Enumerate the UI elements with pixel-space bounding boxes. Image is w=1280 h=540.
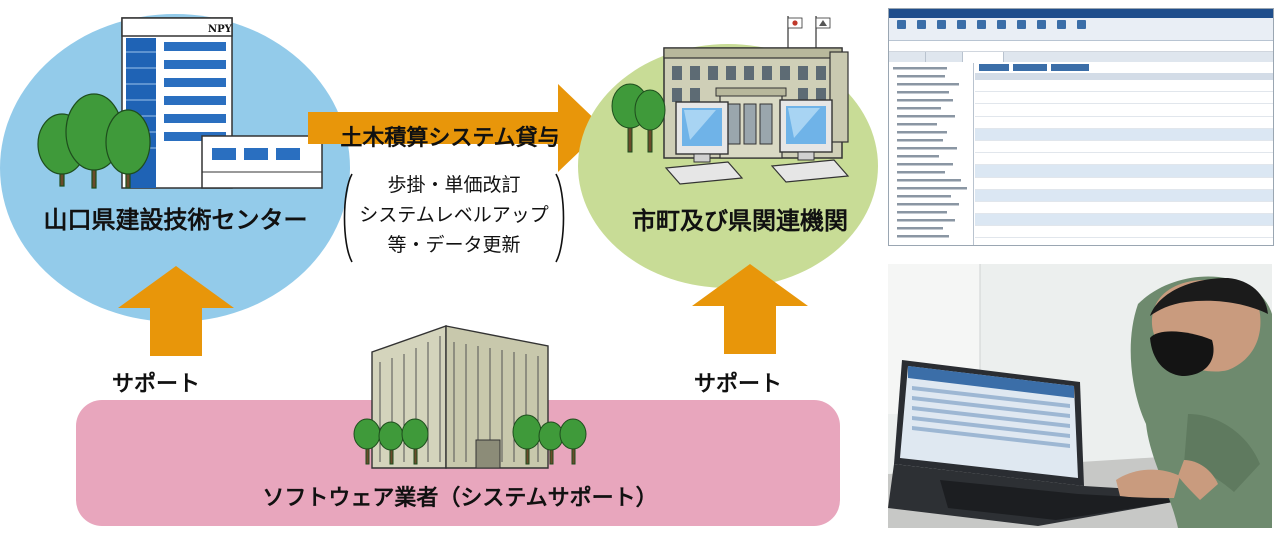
screenshot-tabs <box>889 52 1273 62</box>
update-line-1: 歩掛・単価改訂 <box>387 174 521 196</box>
ribbon-icon <box>913 18 929 38</box>
grid-row <box>975 226 1273 239</box>
laptop-user-photo <box>888 264 1272 528</box>
screenshot-titlebar <box>889 9 1273 18</box>
update-line-3: 等・データ更新 <box>387 234 521 256</box>
grid-row <box>975 165 1273 178</box>
screenshot-tab <box>926 52 963 62</box>
grid-row <box>975 214 1273 227</box>
ribbon-icon <box>893 18 909 38</box>
grid-row <box>975 141 1273 154</box>
loan-label: 土木積算システム貸与 <box>340 126 560 151</box>
city-label: 市町及び県関連機関 <box>632 207 848 235</box>
screenshot-tab <box>889 52 926 62</box>
paren-left <box>343 173 353 263</box>
grid-row <box>975 202 1273 215</box>
grid-row <box>975 104 1273 117</box>
support-arrow-right <box>692 264 808 354</box>
software-screenshot <box>888 8 1274 246</box>
ribbon-icon <box>1033 18 1049 38</box>
support-arrow-left <box>118 266 234 356</box>
grid-row <box>975 153 1273 166</box>
ribbon-icon <box>933 18 949 38</box>
city-hall-building <box>611 16 850 185</box>
grid-row <box>975 189 1273 202</box>
screenshot-path-bar <box>889 41 1273 52</box>
ribbon-icon <box>1053 18 1069 38</box>
grid-row <box>975 80 1273 93</box>
screenshot-ribbon <box>889 18 1273 41</box>
screenshot-button <box>1013 64 1047 71</box>
ribbon-icon <box>953 18 969 38</box>
loan-arrow <box>308 84 604 172</box>
tree-group-left <box>37 93 151 189</box>
update-line-2: システムレベルアップ <box>359 204 549 226</box>
update-note: 歩掛・単価改訂 システムレベルアップ 等・データ更新 <box>343 170 565 266</box>
ribbon-icon <box>1013 18 1029 38</box>
screenshot-tree <box>889 63 974 245</box>
screenshot-grid-header <box>975 73 1273 80</box>
vendor-label: ソフトウェア業者（システムサポート） <box>262 486 658 511</box>
support-label-left: サポート <box>112 372 201 397</box>
tech-center-building: NPY <box>37 17 323 189</box>
grid-row <box>975 92 1273 105</box>
support-label-right: サポート <box>694 372 783 397</box>
screenshot-grid <box>975 63 1273 245</box>
building-sign: NPY <box>208 24 233 35</box>
ribbon-icon <box>993 18 1009 38</box>
tech-center-label: 山口県建設技術センター <box>43 206 308 234</box>
grid-row <box>975 117 1273 129</box>
screenshot-button <box>979 64 1009 71</box>
vendor-building <box>353 325 587 469</box>
paren-right <box>555 173 565 263</box>
pc-left <box>664 101 744 185</box>
grid-row <box>975 238 1273 245</box>
grid-row <box>975 128 1273 141</box>
ribbon-icon <box>1073 18 1089 38</box>
screenshot-tab <box>963 52 1004 62</box>
pc-right <box>770 99 850 183</box>
screenshot-button <box>1051 64 1089 71</box>
ribbon-icon <box>973 18 989 38</box>
grid-row <box>975 178 1273 190</box>
